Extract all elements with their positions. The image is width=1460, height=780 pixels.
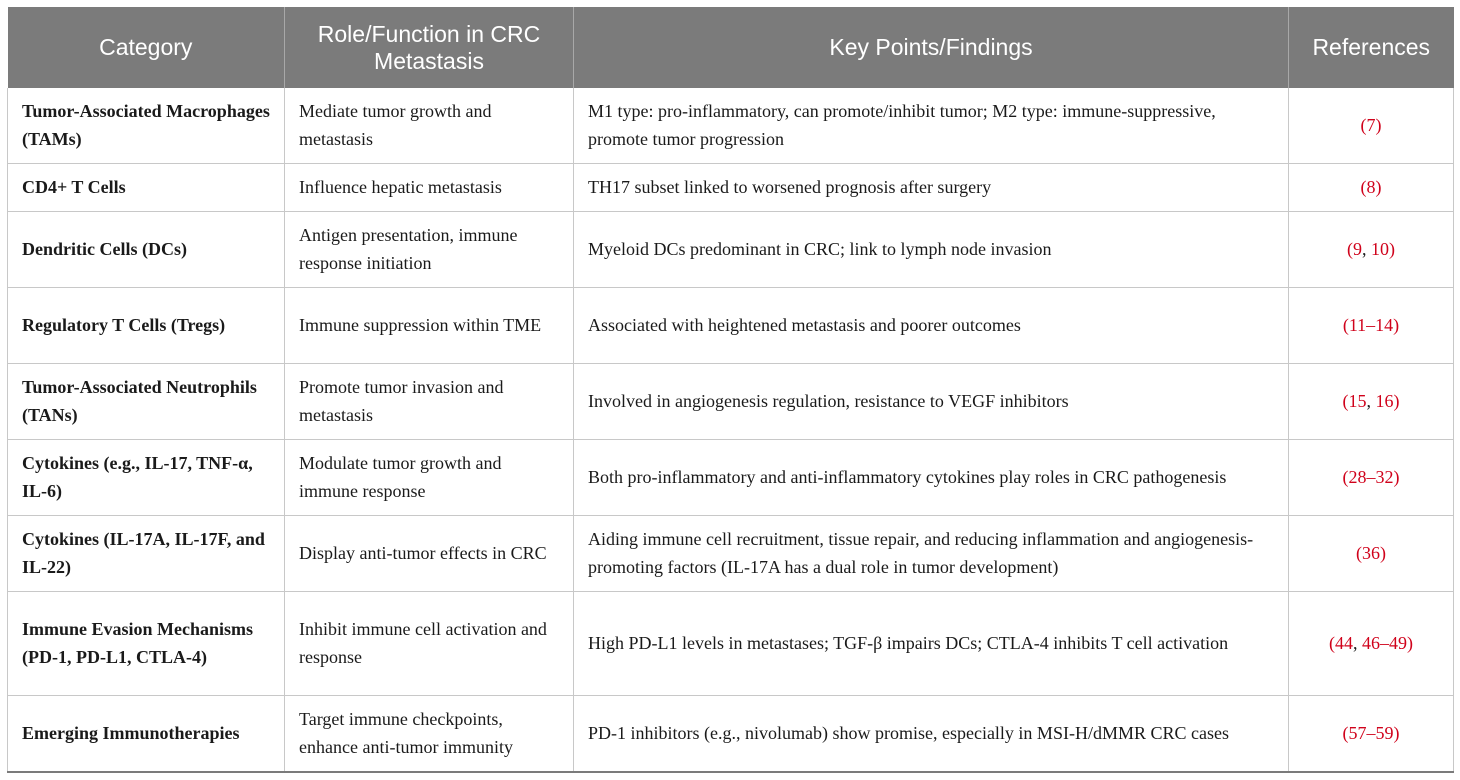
findings-cell: Both pro-inflammatory and anti-inflammat… (573, 439, 1289, 516)
header-references: References (1288, 7, 1454, 88)
reference-link[interactable]: 10 (1371, 239, 1389, 259)
reference-link[interactable]: 46–49 (1362, 633, 1407, 653)
reference-link[interactable]: 9 (1353, 239, 1362, 259)
table-body: Tumor-Associated Macrophages (TAMs)Media… (7, 88, 1454, 773)
role-cell: Inhibit immune cell activation and respo… (284, 591, 574, 696)
category-cell: Regulatory T Cells (Tregs) (7, 287, 285, 364)
table-row: Dendritic Cells (DCs)Antigen presentatio… (7, 211, 1454, 288)
category-cell: Tumor-Associated Neutrophils (TANs) (7, 363, 285, 440)
references-cell: (15, 16) (1288, 363, 1454, 440)
role-cell: Influence hepatic metastasis (284, 163, 574, 212)
role-cell: Immune suppression within TME (284, 287, 574, 364)
header-role: Role/Function in CRC Metastasis (284, 7, 574, 88)
reference-link[interactable]: 15 (1348, 391, 1367, 411)
findings-cell: Aiding immune cell recruitment, tissue r… (573, 515, 1289, 592)
findings-cell: Involved in angiogenesis regulation, res… (573, 363, 1289, 440)
reference-link[interactable]: 44 (1335, 633, 1353, 653)
references-cell: (8) (1288, 163, 1454, 212)
findings-cell: PD-1 inhibitors (e.g., nivolumab) show p… (573, 695, 1289, 773)
role-cell: Modulate tumor growth and immune respons… (284, 439, 574, 516)
references-cell: (11–14) (1288, 287, 1454, 364)
table-container: Category Role/Function in CRC Metastasis… (7, 7, 1454, 773)
table-row: Regulatory T Cells (Tregs)Immune suppres… (7, 287, 1454, 364)
category-cell: Cytokines (e.g., IL-17, TNF-α, IL-6) (7, 439, 285, 516)
references-cell: (9, 10) (1288, 211, 1454, 288)
role-cell: Antigen presentation, immune response in… (284, 211, 574, 288)
reference-link[interactable]: 57–59 (1348, 723, 1394, 744)
findings-cell: Associated with heightened metastasis an… (573, 287, 1289, 364)
references-cell: (44, 46–49) (1288, 591, 1454, 696)
findings-cell: Myeloid DCs predominant in CRC; link to … (573, 211, 1289, 288)
table-row: Immune Evasion Mechanisms (PD-1, PD-L1, … (7, 591, 1454, 696)
reference-link[interactable]: 16 (1375, 391, 1394, 411)
category-cell: Cytokines (IL-17A, IL-17F, and IL-22) (7, 515, 285, 592)
category-cell: Tumor-Associated Macrophages (TAMs) (7, 88, 285, 164)
reference-link[interactable]: 7 (1366, 115, 1376, 136)
header-category: Category (7, 7, 285, 88)
findings-cell: M1 type: pro-inflammatory, can promote/i… (573, 88, 1289, 164)
crc-metastasis-table: Category Role/Function in CRC Metastasis… (7, 7, 1454, 773)
table-row: Tumor-Associated Neutrophils (TANs)Promo… (7, 363, 1454, 440)
role-cell: Promote tumor invasion and metastasis (284, 363, 574, 440)
table-row: Cytokines (IL-17A, IL-17F, and IL-22)Dis… (7, 515, 1454, 592)
header-findings: Key Points/Findings (573, 7, 1289, 88)
table-row: Cytokines (e.g., IL-17, TNF-α, IL-6)Modu… (7, 439, 1454, 516)
references-cell: (28–32) (1288, 439, 1454, 516)
table-row: Tumor-Associated Macrophages (TAMs)Media… (7, 88, 1454, 164)
reference-link[interactable]: 8 (1366, 177, 1376, 197)
reference-link[interactable]: 28–32 (1348, 467, 1394, 487)
references-cell: (36) (1288, 515, 1454, 592)
findings-cell: TH17 subset linked to worsened prognosis… (573, 163, 1289, 212)
category-cell: Emerging Immunotherapies (7, 695, 285, 773)
role-cell: Target immune checkpoints, enhance anti-… (284, 695, 574, 773)
category-cell: CD4+ T Cells (7, 163, 285, 212)
reference-link[interactable]: 36 (1362, 543, 1380, 563)
reference-link[interactable]: 11–14 (1348, 315, 1394, 335)
findings-cell: High PD-L1 levels in metastases; TGF-β i… (573, 591, 1289, 696)
references-cell: (7) (1288, 88, 1454, 164)
role-cell: Mediate tumor growth and metastasis (284, 88, 574, 164)
category-cell: Immune Evasion Mechanisms (PD-1, PD-L1, … (7, 591, 285, 696)
references-cell: (57–59) (1288, 695, 1454, 773)
role-cell: Display anti-tumor effects in CRC (284, 515, 574, 592)
header-row: Category Role/Function in CRC Metastasis… (7, 7, 1454, 88)
category-cell: Dendritic Cells (DCs) (7, 211, 285, 288)
